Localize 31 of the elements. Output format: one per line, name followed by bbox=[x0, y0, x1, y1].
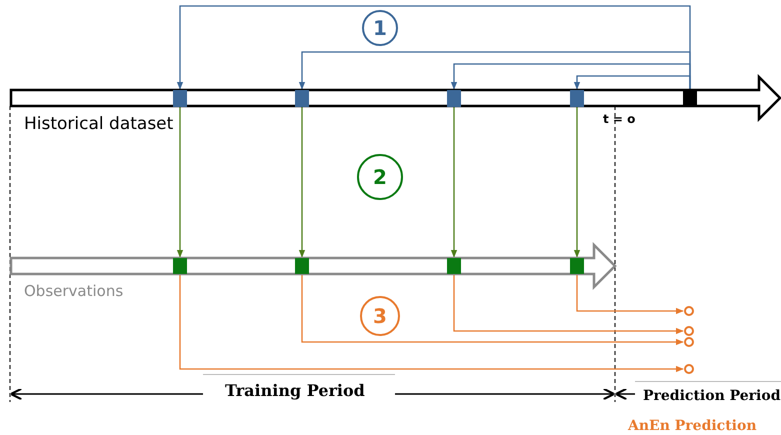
time-marker bbox=[447, 90, 461, 107]
time-marker bbox=[295, 258, 309, 274]
output-circle bbox=[684, 326, 694, 336]
number-circle: 3 bbox=[360, 296, 400, 336]
arrow bbox=[450, 63, 691, 90]
arrow bbox=[179, 274, 684, 372]
output-circle bbox=[684, 337, 694, 347]
arrow bbox=[176, 107, 184, 258]
arrow bbox=[298, 51, 691, 90]
time-marker bbox=[683, 90, 697, 107]
caption-text: AnEn Prediction bbox=[628, 418, 757, 434]
arrow bbox=[574, 107, 580, 258]
arrow bbox=[450, 107, 458, 258]
time-marker bbox=[570, 90, 584, 107]
time-marker bbox=[295, 90, 309, 107]
output-circle bbox=[684, 364, 694, 374]
output-circle bbox=[684, 306, 694, 316]
arrow bbox=[453, 274, 684, 334]
time-marker bbox=[173, 90, 187, 107]
arrow bbox=[301, 274, 684, 346]
time-marker bbox=[447, 258, 461, 274]
arrow bbox=[576, 274, 684, 314]
arrow bbox=[574, 75, 691, 90]
arrow bbox=[176, 5, 691, 90]
number-circle: 2 bbox=[357, 154, 403, 200]
time-marker bbox=[173, 258, 187, 274]
number-circle: 1 bbox=[362, 10, 398, 46]
time-marker bbox=[570, 258, 584, 274]
timeline-label: Observations bbox=[24, 282, 124, 300]
arrow bbox=[298, 107, 306, 258]
timeline-label: Historical dataset bbox=[24, 114, 174, 134]
